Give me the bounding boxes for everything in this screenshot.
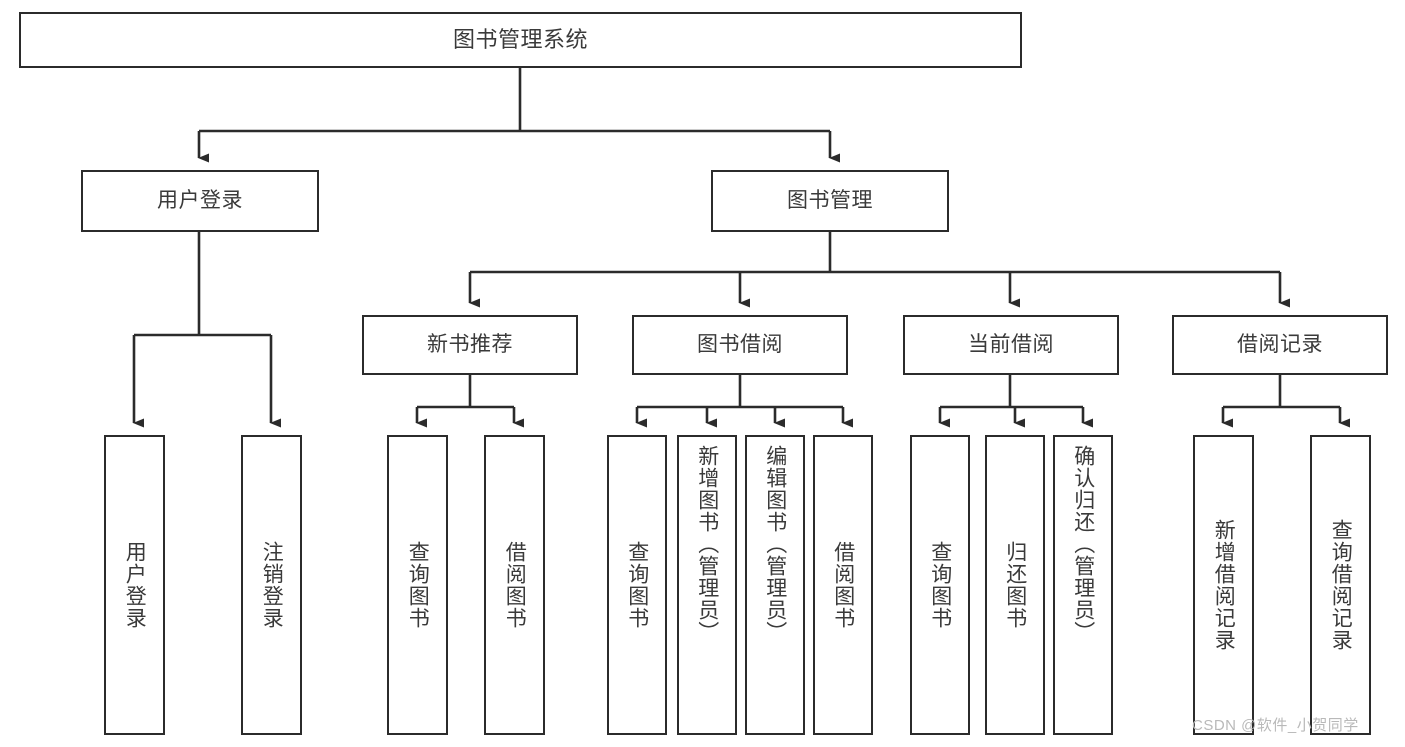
node-leaf-add-record-label: 新增借阅记录 [1212,519,1236,651]
node-leaf-add-book[interactable]: 新增图书（管理员） [677,435,737,735]
node-user-login[interactable]: 用户登录 [81,170,319,232]
node-leaf-borrow-book-1-label: 借阅图书 [503,541,527,629]
node-borrow-record-label: 借阅记录 [1237,333,1323,357]
node-leaf-add-record[interactable]: 新增借阅记录 [1193,435,1254,735]
node-leaf-return-book-label: 归还图书 [1003,541,1027,629]
node-root-label: 图书管理系统 [452,26,588,52]
node-leaf-confirm-return-label: 确认归还（管理员） [1071,445,1095,643]
node-leaf-borrow-book-1[interactable]: 借阅图书 [484,435,545,735]
node-leaf-query-book-1-label: 查询图书 [406,541,430,629]
node-leaf-add-book-label: 新增图书（管理员） [695,445,719,643]
node-leaf-query-book-3-label: 查询图书 [928,541,952,629]
node-new-book-recommend-label: 新书推荐 [427,333,513,357]
node-leaf-edit-book-label: 编辑图书（管理员） [763,445,787,643]
node-leaf-borrow-book-2[interactable]: 借阅图书 [813,435,873,735]
node-book-borrow[interactable]: 图书借阅 [632,315,848,375]
node-leaf-query-book-2[interactable]: 查询图书 [607,435,667,735]
node-leaf-user-login-label: 用户登录 [123,541,147,629]
node-leaf-query-book-1[interactable]: 查询图书 [387,435,448,735]
node-root-book-management-system[interactable]: 图书管理系统 [19,12,1022,68]
node-book-management[interactable]: 图书管理 [711,170,949,232]
node-leaf-edit-book[interactable]: 编辑图书（管理员） [745,435,805,735]
node-user-login-label: 用户登录 [157,189,243,213]
node-leaf-query-record[interactable]: 查询借阅记录 [1310,435,1371,735]
node-leaf-user-login[interactable]: 用户登录 [104,435,165,735]
node-current-borrow[interactable]: 当前借阅 [903,315,1119,375]
node-leaf-query-record-label: 查询借阅记录 [1329,519,1353,651]
node-leaf-borrow-book-2-label: 借阅图书 [831,541,855,629]
node-borrow-record[interactable]: 借阅记录 [1172,315,1388,375]
node-leaf-query-book-2-label: 查询图书 [625,541,649,629]
node-new-book-recommend[interactable]: 新书推荐 [362,315,578,375]
node-leaf-logout[interactable]: 注销登录 [241,435,302,735]
node-book-borrow-label: 图书借阅 [697,333,783,357]
csdn-watermark: CSDN @软件_小贺同学 [1192,717,1359,734]
node-leaf-return-book[interactable]: 归还图书 [985,435,1045,735]
node-leaf-logout-label: 注销登录 [260,541,284,629]
node-current-borrow-label: 当前借阅 [968,333,1054,357]
node-leaf-query-book-3[interactable]: 查询图书 [910,435,970,735]
node-book-management-label: 图书管理 [787,189,873,213]
node-leaf-confirm-return[interactable]: 确认归还（管理员） [1053,435,1113,735]
